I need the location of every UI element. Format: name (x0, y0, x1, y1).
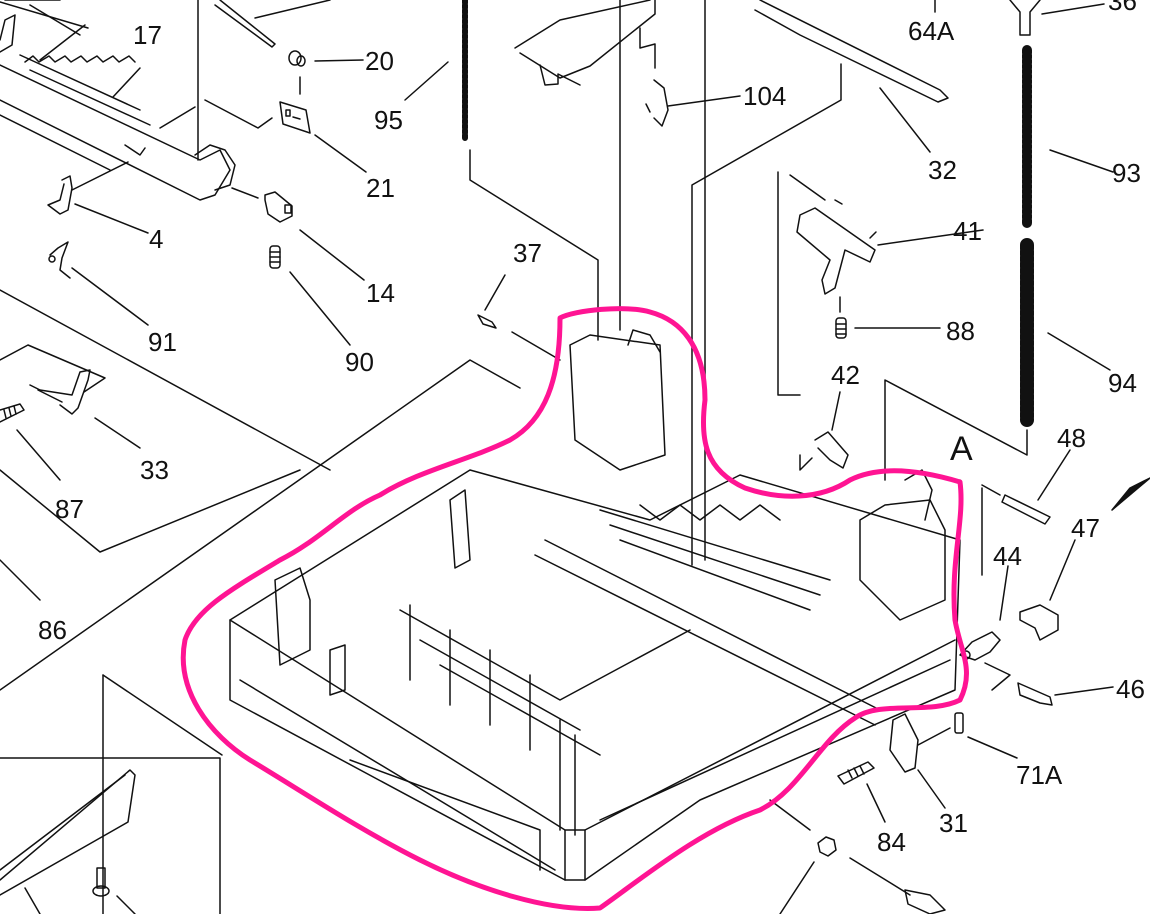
part-cover-top (514, 0, 656, 86)
label-71A: 71A (1016, 760, 1063, 790)
part-87-spring (0, 403, 25, 423)
part-48-pin (1001, 494, 1051, 525)
part-90-spring (269, 245, 281, 269)
label-91: 91 (148, 327, 177, 357)
label-48: 48 (1057, 423, 1086, 453)
label-87: 87 (55, 494, 84, 524)
label-64A: 64A (908, 16, 955, 46)
label-41: 41 (953, 216, 982, 246)
label-33: 33 (140, 455, 169, 485)
label-14: 14 (366, 278, 395, 308)
part-rail-bottom (0, 769, 136, 896)
part-71A-pad (954, 712, 964, 734)
part-36-pin (1009, 0, 1041, 36)
label-20: 20 (365, 46, 394, 76)
part-41-latch (796, 199, 877, 295)
label-93: 93 (1112, 158, 1141, 188)
part-31-latch (889, 713, 919, 773)
label-88: 88 (946, 316, 975, 346)
label-31: 31 (939, 808, 968, 838)
label-32: 32 (928, 155, 957, 185)
part-screw-rod (849, 857, 946, 914)
label-104: 104 (743, 81, 787, 111)
part-88-spring (835, 317, 847, 339)
label-42: 42 (831, 360, 860, 390)
part-104-spring-clip (645, 79, 669, 127)
part-46-pin (1017, 682, 1053, 706)
part-screw (92, 867, 110, 897)
label-36: 36 (1108, 0, 1137, 16)
label-86: 86 (38, 615, 67, 645)
part-rod-top (214, 0, 276, 48)
label-47: 47 (1071, 513, 1100, 543)
part-42-clip (814, 431, 849, 469)
part-33-bracket (29, 369, 91, 415)
part-91-clip (48, 241, 71, 279)
label-46: 46 (1116, 674, 1145, 704)
highlight-outline (180, 306, 969, 911)
part-84-spring (837, 761, 875, 785)
label-94: 94 (1108, 368, 1137, 398)
label-4: 4 (149, 224, 164, 254)
part-20-bushing (288, 50, 306, 67)
part-47-bracket (1019, 604, 1059, 641)
main-tray-frame (229, 329, 961, 881)
label-17: 17 (133, 20, 162, 50)
label-90: 90 (345, 347, 374, 377)
part-32-strip (754, 0, 949, 103)
part-14-block (264, 191, 293, 223)
label-44: 44 (993, 541, 1022, 571)
part-4-lever (47, 175, 73, 215)
label-84: 84 (877, 827, 906, 857)
label-21: 21 (366, 173, 395, 203)
label-37: 37 (513, 238, 542, 268)
part-21-plate (279, 101, 311, 134)
arrow-icon (1111, 477, 1150, 511)
part-17-rail-assembly (0, 4, 236, 201)
section-marker-A: A (950, 430, 973, 468)
label-95: 95 (374, 105, 403, 135)
part-nut (817, 836, 837, 857)
part-37-pin (477, 314, 497, 329)
